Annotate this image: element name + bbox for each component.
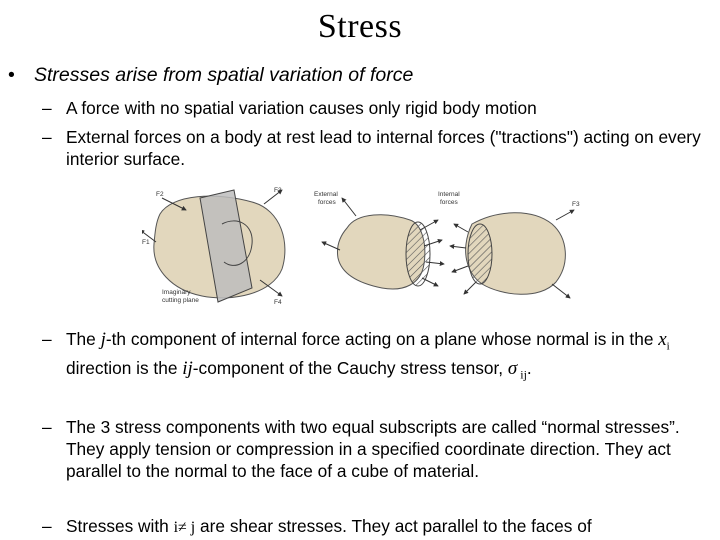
label-f3-right: F3: [572, 201, 580, 208]
dash: –: [42, 329, 52, 349]
label-cutting-plane: cutting plane: [162, 297, 199, 304]
sub-bullet-text: A force with no spatial variation causes…: [66, 98, 537, 118]
label-internal-forces: forces: [440, 199, 458, 206]
body-with-cutting-plane: F2 F1 F3 F4 Imaginary cutting plane: [142, 187, 286, 306]
math-sigma-subscript: ij: [517, 367, 527, 382]
text-part: -th component of internal force acting o…: [105, 329, 659, 349]
dash: –: [42, 98, 52, 118]
sub-bullet-text: Stresses with i≠ j are shear stresses. T…: [66, 515, 714, 539]
label-imaginary: Imaginary: [162, 289, 191, 296]
math-i-neq-j: i≠ j: [173, 519, 196, 536]
math-sigma: σ: [507, 358, 518, 380]
sub-bullet-text: The 3 stress components with two equal s…: [66, 417, 680, 481]
bullet-main-text: Stresses arise from spatial variation of…: [34, 64, 414, 86]
label-f4: F4: [274, 299, 282, 306]
sub-bullet-normal-stresses: – The 3 stress components with two equal…: [42, 416, 714, 482]
label-external: External: [314, 191, 338, 198]
sub-bullet-rigid-motion: – A force with no spatial variation caus…: [42, 97, 714, 119]
label-f1: F1: [142, 239, 150, 246]
math-ij: ij: [182, 358, 193, 380]
sub-bullet-cauchy: – The j-th component of internal force a…: [42, 328, 714, 386]
label-external-forces: forces: [318, 199, 336, 206]
cutting-plane: [199, 189, 253, 303]
label-f3: F3: [274, 187, 282, 194]
label-f2: F2: [156, 191, 164, 198]
body-right-half: Internal forces F3: [438, 191, 580, 299]
text-part: The: [66, 329, 101, 349]
bullet-dot: •: [8, 64, 15, 86]
math-j: j: [100, 329, 106, 350]
math-x-subscript: i: [666, 340, 670, 353]
sub-bullet-tractions: – External forces on a body at rest lead…: [42, 126, 714, 170]
text-part: direction is the: [66, 358, 183, 379]
dash: –: [42, 417, 52, 437]
stress-figure: F2 F1 F3 F4 Imaginary cutting plane Exte…: [142, 187, 580, 306]
text-part: -component of the Cauchy stress tensor,: [192, 358, 508, 379]
bullet-main: • Stresses arise from spatial variation o…: [8, 64, 413, 87]
text-part: are shear stresses. They act parallel to…: [195, 516, 592, 536]
text-part: .: [526, 358, 532, 379]
sub-bullet-shear-stresses: – Stresses with i≠ j are shear stresses.…: [42, 515, 714, 539]
slide-title: Stress: [317, 8, 403, 45]
label-internal: Internal: [438, 191, 460, 198]
cut-face-left: [405, 221, 431, 287]
text-part: Stresses with: [66, 516, 174, 536]
sub-bullet-text: External forces on a body at rest lead t…: [66, 127, 701, 169]
dash: –: [42, 127, 52, 147]
math-x: x: [658, 329, 667, 350]
cut-face-right: [467, 223, 493, 285]
body-left-half: External forces: [314, 191, 445, 290]
dash: –: [42, 516, 52, 536]
sub-bullet-text: The j-th component of internal force act…: [66, 328, 714, 386]
